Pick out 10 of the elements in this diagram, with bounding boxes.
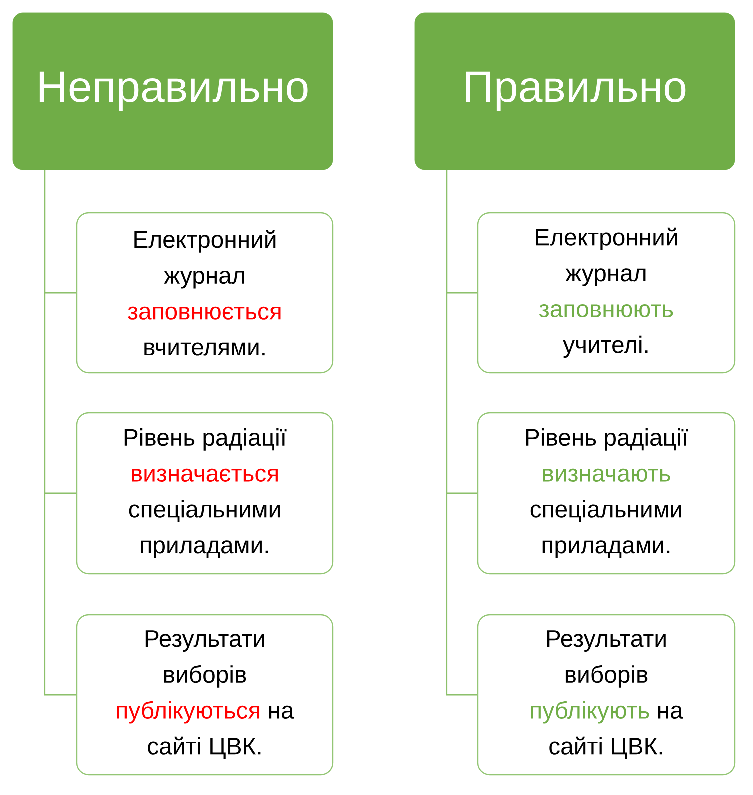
heading-box: Правильно (414, 12, 736, 170)
statement-box: Результати виборів публікують на сайті ЦВК. (477, 614, 736, 776)
statement-box: Рівень радіації визначається спеціальними приладами. (76, 412, 334, 575)
statement-box: Електронний журнал заповнюють учителі. (477, 212, 736, 374)
statement-box: Результати виборів публікуються на сайті ЦВК. (76, 614, 334, 776)
heading-box: Неправильно (12, 12, 334, 170)
statement-box: Рівень радіації визначають спеціальними приладами. (477, 412, 736, 575)
connector-line (446, 170, 478, 696)
connector-line (44, 170, 76, 696)
statement-box: Електронний журнал заповнюється вчителями. (76, 212, 334, 374)
